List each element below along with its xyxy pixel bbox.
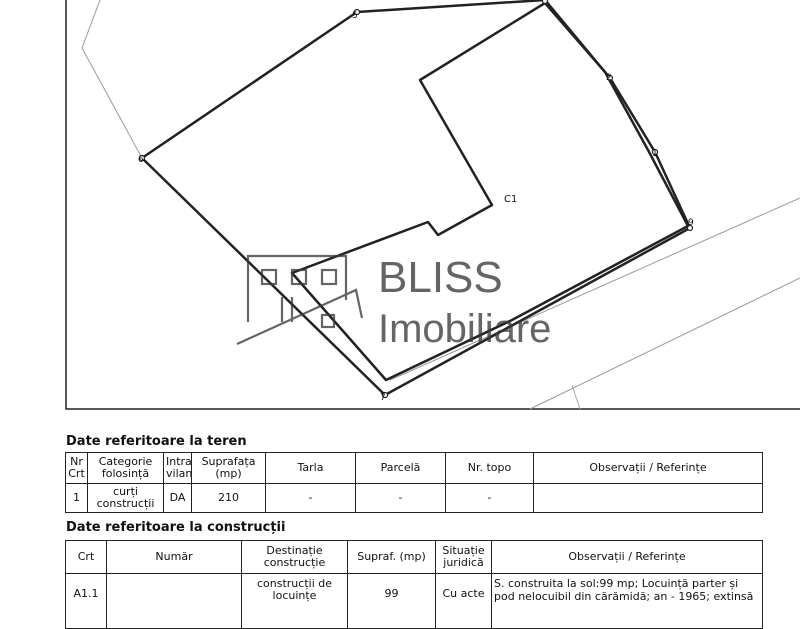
plan-frame <box>65 0 800 410</box>
construction-cell-crt: A1.1 <box>65 573 107 629</box>
point-marker-top <box>541 0 549 5</box>
construction-cell-situatie: Cu acte <box>435 573 492 629</box>
road-line-edge <box>571 384 581 410</box>
land-table-header: Nr Crt Categorie folosință Intra vilan S… <box>65 452 763 484</box>
point-marker-9 <box>686 224 694 232</box>
construction-section-title: Date referitoare la construcții <box>66 520 286 535</box>
land-header-observatii: Observații / Referințe <box>533 452 763 484</box>
land-header-parcela: Parcelă <box>355 452 446 484</box>
point-label-9: 9 <box>688 218 694 228</box>
land-cell-suprafata: 210 <box>191 483 266 513</box>
parcel-boundary <box>140 0 692 397</box>
construction-cell-numar <box>106 573 242 629</box>
point-label-5: 5 <box>352 11 358 21</box>
point-label-2: 2 <box>606 73 612 83</box>
construction-cell-suprafata: 99 <box>347 573 436 629</box>
land-cell-nr: 1 <box>65 483 88 513</box>
land-header-nr: Nr Crt <box>65 452 88 484</box>
point-markers <box>138 0 694 399</box>
watermark-house-icon <box>236 254 364 346</box>
land-cell-tarla: - <box>265 483 356 513</box>
construction-header-destinatie: Destinație construcție <box>241 540 348 574</box>
building-c1-outline <box>290 1 690 382</box>
land-cell-observatii <box>533 483 763 513</box>
land-header-tarla: Tarla <box>265 452 356 484</box>
land-cell-categorie: curți construcții <box>87 483 164 513</box>
road-line-upper <box>389 197 800 381</box>
point-label-6: 6 <box>138 155 144 165</box>
watermark-brand: BLISS <box>378 253 503 302</box>
construction-table-row: A1.1 construcții de locuințe 99 Cu acte … <box>65 573 763 629</box>
building-label: C1 <box>504 194 517 205</box>
point-marker-6 <box>138 154 146 162</box>
point-marker-2 <box>606 74 614 82</box>
land-header-suprafata: Suprafața (mp) <box>191 452 266 484</box>
point-label-1: 1 <box>652 149 658 159</box>
construction-table-header: Crt Număr Destinație construcție Supraf.… <box>65 540 763 574</box>
land-header-categorie: Categorie folosință <box>87 452 164 484</box>
construction-cell-observatii: S. construita la sol:99 mp; Locuință par… <box>491 573 763 629</box>
construction-header-situatie: Situație juridică <box>435 540 492 574</box>
land-cell-parcela: - <box>355 483 446 513</box>
land-table-row: 1 curți construcții DA 210 - - - <box>65 483 763 513</box>
construction-cell-destinatie: construcții de locuințe <box>241 573 348 629</box>
land-table: Nr Crt Categorie folosință Intra vilan S… <box>65 452 763 513</box>
watermark-subtitle: Imobiliare <box>378 307 551 351</box>
point-marker-1 <box>651 148 659 156</box>
land-section-title: Date referitoare la teren <box>66 434 247 449</box>
land-header-nr-topo: Nr. topo <box>445 452 534 484</box>
point-label-7: 7 <box>380 393 386 403</box>
watermark-logo: BLISS Imobiliare <box>236 253 551 351</box>
neighbor-boundary <box>81 0 143 159</box>
construction-header-numar: Număr <box>106 540 242 574</box>
land-header-intravilan: Intra vilan <box>163 452 192 484</box>
road-line-lower <box>529 277 800 410</box>
construction-table: Crt Număr Destinație construcție Supraf.… <box>65 540 763 629</box>
construction-header-suprafata: Supraf. (mp) <box>347 540 436 574</box>
construction-header-crt: Crt <box>65 540 107 574</box>
point-marker-7 <box>381 391 389 399</box>
construction-header-observatii: Observații / Referințe <box>491 540 763 574</box>
land-cell-intravilan: DA <box>163 483 192 513</box>
cadastral-plan: 5 2 1 9 7 6 C1 BLISS Imobiliare <box>65 0 800 410</box>
point-marker-5 <box>353 8 361 16</box>
land-cell-nr-topo: - <box>445 483 534 513</box>
